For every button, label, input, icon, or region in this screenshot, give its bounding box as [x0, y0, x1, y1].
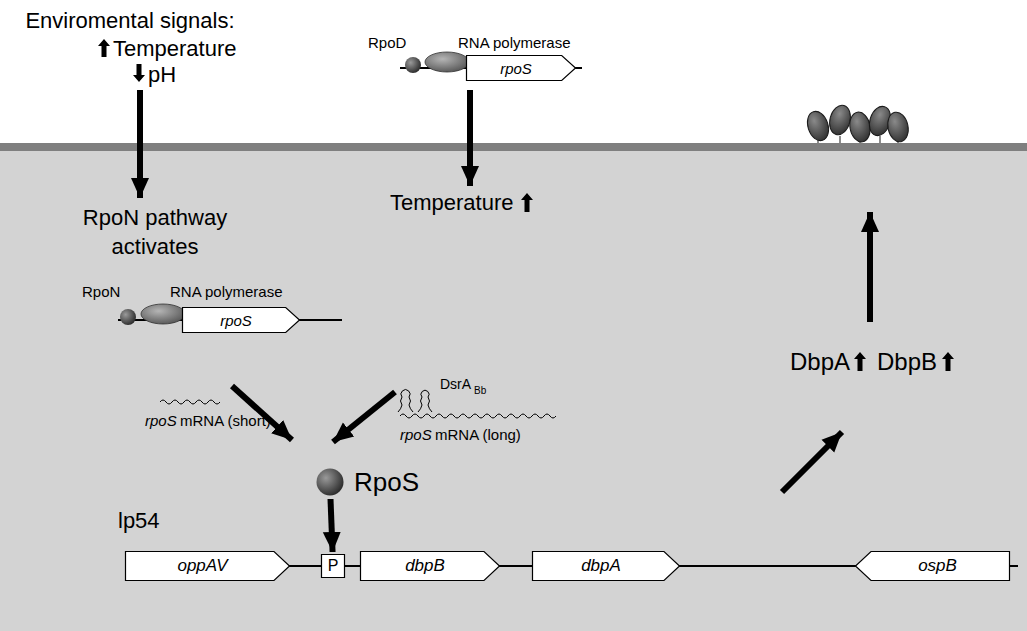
gene-arrow: ospB: [855, 551, 1010, 581]
gene-name: rpoS: [220, 312, 252, 329]
gene-name: dbpB: [405, 556, 445, 576]
gene-name: oppAV: [177, 556, 227, 576]
gene-arrow: dbpA: [532, 551, 680, 581]
plasmid-name: lp54: [118, 508, 160, 534]
rpos-protein: RpoS: [316, 466, 423, 498]
srna-hairpin: [398, 390, 432, 412]
protein-name: RNA polymerase: [170, 283, 283, 301]
flow-arrows: [140, 90, 870, 492]
heading-text: Enviromental signals:: [25, 8, 234, 34]
protein-name: RpoS: [354, 467, 419, 498]
signal-text: pH: [148, 62, 176, 88]
down-symbol: [133, 64, 145, 82]
gene-name: rpoS: [500, 60, 532, 77]
transcript-text: mRNA (long): [435, 426, 521, 444]
surface-proteins: [804, 103, 911, 144]
up-symbol: [854, 352, 866, 371]
pathway-text: RpoN pathway activates: [55, 204, 255, 261]
srna-subscript: Bb: [474, 385, 486, 397]
signal-text: Temperature: [113, 36, 237, 62]
signal-text: Temperature: [390, 190, 514, 216]
transcript-text: mRNA (short): [180, 412, 271, 430]
gene-arrow: oppAV: [125, 551, 290, 581]
gene-name: rpoS: [400, 426, 432, 444]
gene-name: P: [328, 557, 339, 575]
up-symbol: [942, 352, 954, 371]
promoter-box: P: [321, 554, 345, 578]
protein-name: RNA polymerase: [458, 34, 571, 52]
protein-name: DbpB: [877, 348, 937, 377]
membrane: [0, 143, 1027, 151]
protein-name: DbpA: [790, 348, 850, 377]
protein-name: RpoN: [82, 283, 120, 301]
mrna-long: [400, 414, 556, 418]
gene-arrow: rpoS: [466, 55, 576, 81]
gene-name: ospB: [918, 556, 957, 576]
up-symbol: [521, 193, 533, 212]
mrna-short: [160, 400, 220, 404]
protein-ball: [316, 468, 344, 496]
gene-name: dbpA: [581, 556, 621, 576]
outside-ground: [0, 0, 1027, 143]
srna-name: DsrA: [440, 376, 471, 393]
flow-arrow: [331, 499, 333, 552]
protein-name: RpoD: [368, 34, 406, 52]
gene-arrow: dbpB: [360, 551, 500, 581]
up-symbol: [98, 39, 110, 57]
gene-name: rpoS: [145, 412, 177, 430]
cytoplasm-ground: [0, 151, 1027, 631]
gene-arrow: rpoS: [182, 307, 300, 333]
